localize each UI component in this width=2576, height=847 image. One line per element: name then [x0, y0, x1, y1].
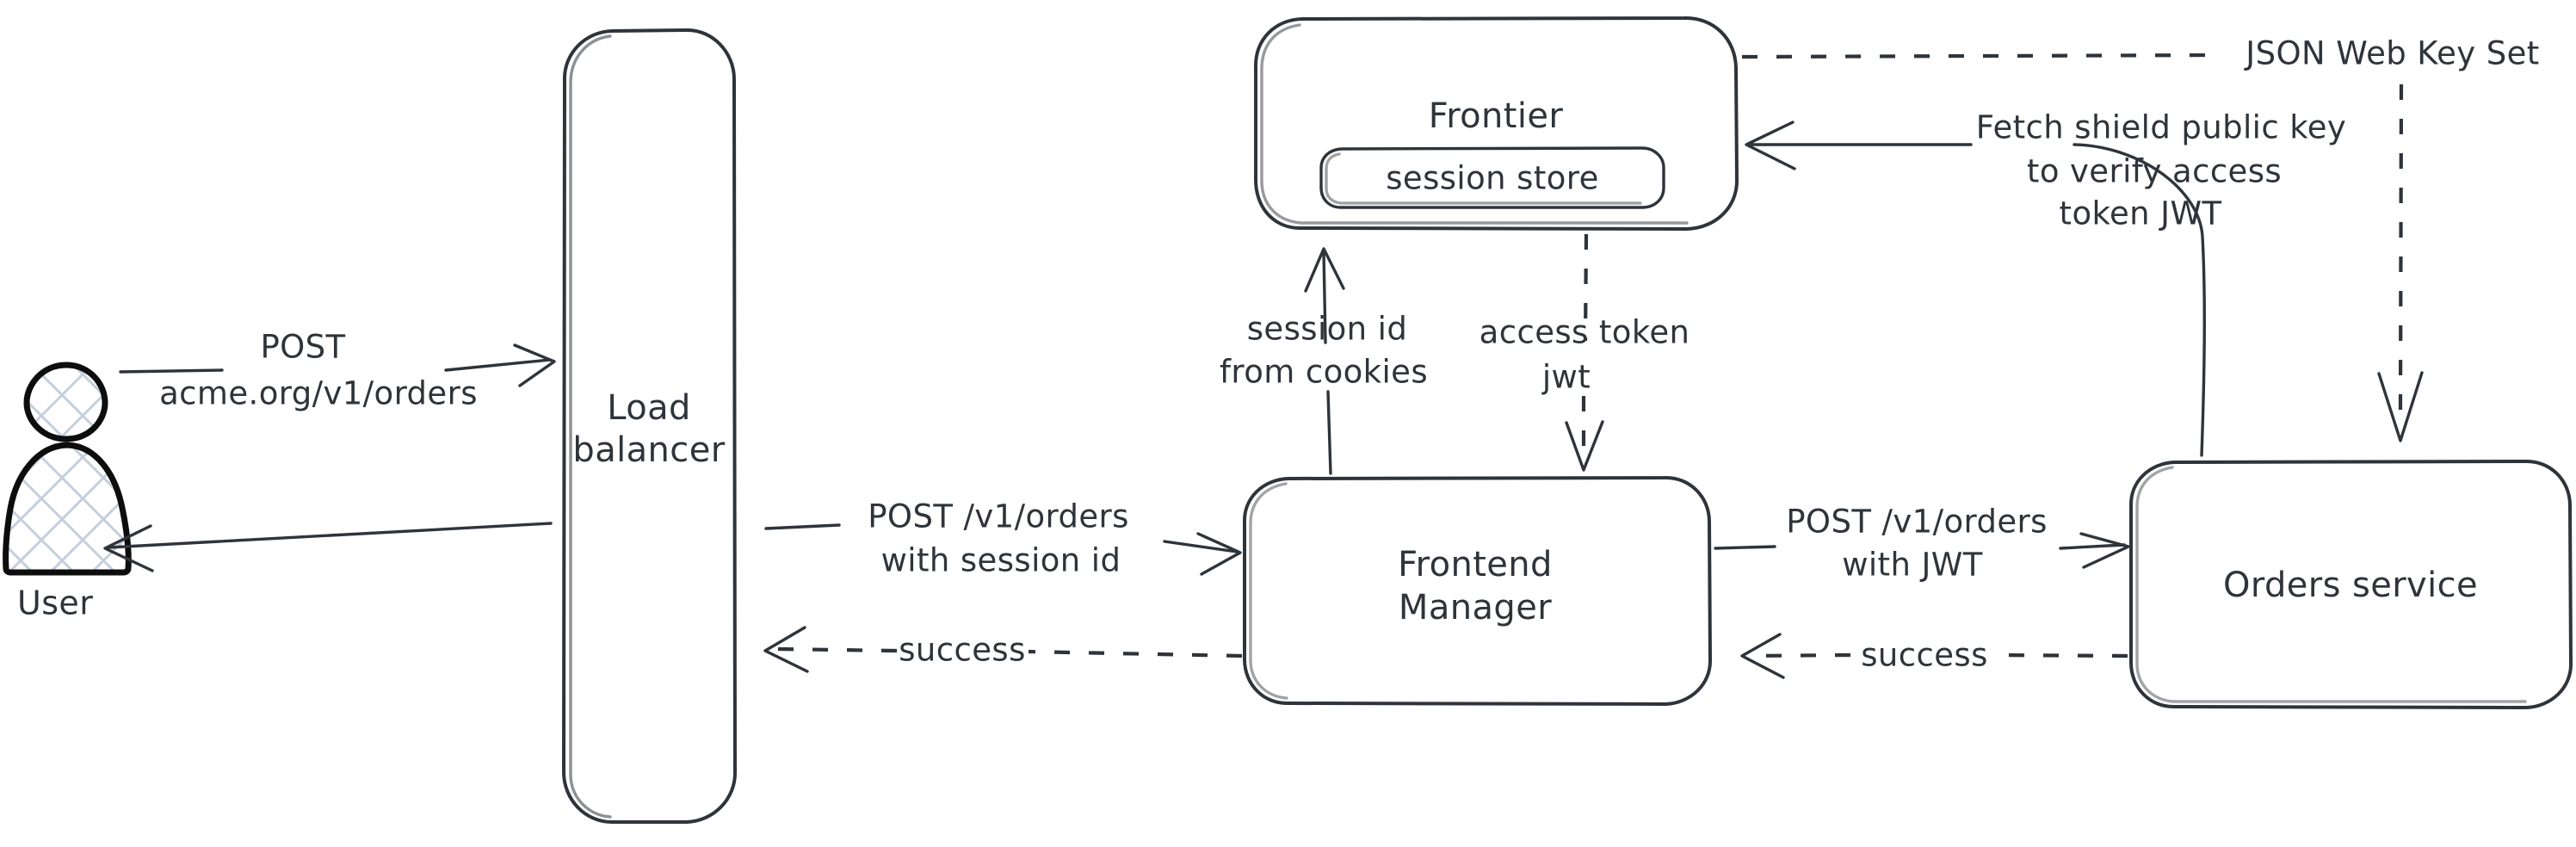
- edge-frontier-to-orders-service[interactable]: JSON Web Key Set: [1741, 35, 2540, 442]
- edge-load-balancer-to-user[interactable]: [103, 522, 553, 572]
- edge-frontend-manager-to-frontier[interactable]: session id from cookies: [1220, 247, 1428, 475]
- node-orders-service[interactable]: Orders service: [2128, 459, 2573, 709]
- edge-user-to-load-balancer[interactable]: POST acme.org/v1/orders: [119, 329, 556, 412]
- edge-orders-service-to-frontend-manager[interactable]: success: [1740, 633, 2128, 679]
- edge-frontier-to-orders-label: JSON Web Key Set: [2244, 35, 2539, 72]
- node-user[interactable]: User: [3, 362, 132, 622]
- node-frontend-manager[interactable]: Frontend Manager: [1242, 475, 1713, 706]
- edge-user-to-lb-line1: POST: [260, 329, 345, 366]
- edge-frontend-manager-to-orders-service[interactable]: POST /v1/orders with JWT: [1714, 504, 2130, 584]
- node-frontend-manager-line1: Frontend: [1398, 545, 1553, 584]
- node-frontier[interactable]: Frontier session store: [1253, 15, 1739, 231]
- edge-fm-to-frontier-line2: from cookies: [1220, 354, 1428, 391]
- edge-orders-service-to-frontier[interactable]: Fetch shield public key to verify access…: [1745, 109, 2346, 457]
- edge-orders-to-fm-label: success: [1861, 637, 1988, 674]
- edge-fm-to-orders-line1: POST /v1/orders: [1786, 504, 2048, 541]
- node-orders-service-label: Orders service: [2223, 566, 2478, 605]
- edge-lb-to-fm-line1: POST /v1/orders: [868, 498, 1129, 535]
- node-session-store-label: session store: [1386, 160, 1599, 197]
- edge-frontier-to-fm-line1: access token: [1480, 314, 1690, 351]
- node-frontend-manager-line2: Manager: [1399, 588, 1552, 628]
- node-frontier-label: Frontier: [1429, 96, 1564, 136]
- node-load-balancer[interactable]: Load balancer: [562, 28, 738, 824]
- node-session-store[interactable]: session store: [1319, 146, 1665, 209]
- edge-fm-to-lb-label: success: [899, 632, 1026, 669]
- edge-frontend-manager-to-load-balancer[interactable]: success: [763, 626, 1243, 673]
- node-load-balancer-line2: balancer: [572, 430, 725, 470]
- edge-lb-to-fm-line2: with session id: [881, 542, 1121, 579]
- edge-fm-to-orders-line2: with JWT: [1842, 547, 1983, 584]
- edge-orders-to-frontier-line2: to verify access: [2027, 153, 2282, 190]
- edge-user-to-lb-line2: acme.org/v1/orders: [159, 375, 478, 412]
- person-icon: [3, 362, 132, 576]
- edge-fm-to-frontier-line1: session id: [1247, 311, 1408, 348]
- edge-orders-to-frontier-line1: Fetch shield public key: [1976, 109, 2346, 146]
- node-user-label: User: [17, 584, 93, 622]
- edge-frontier-to-frontend-manager[interactable]: access token jwt: [1480, 233, 1690, 472]
- node-load-balancer-line1: Load: [607, 388, 691, 428]
- edge-frontier-to-fm-line2: jwt: [1541, 359, 1591, 396]
- edge-load-balancer-to-frontend-manager[interactable]: POST /v1/orders with session id: [764, 498, 1242, 579]
- edge-orders-to-frontier-line3: token JWT: [2060, 195, 2222, 232]
